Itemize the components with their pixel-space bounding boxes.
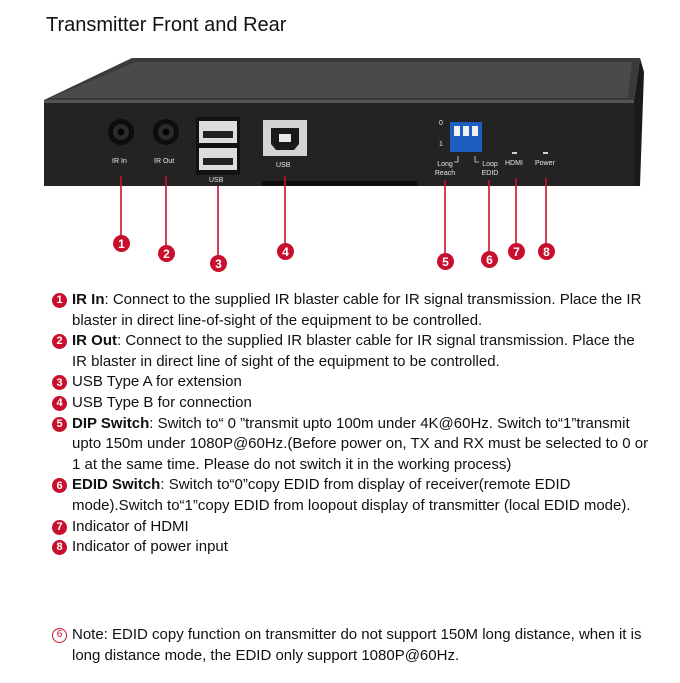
marker-7: 7 [508,243,525,260]
list-item-power-indicator: 8 Indicator of power input [52,537,652,558]
marker-6: 6 [481,251,498,268]
note-text: Note: EDID copy function on transmitter … [72,626,642,664]
device-illustration: IR In IR Out USB USB 0 1 Long Reach Loop… [0,48,680,280]
ir-out-label: IR Out [154,158,175,165]
usb-a-label: USB [209,177,224,184]
item-text: Indicator of HDMI [72,517,189,535]
item-text: USB Type B for connection [72,393,252,411]
item-term: EDID Switch [72,476,161,494]
number-badge: 6 [52,478,67,494]
number-badge: 1 [52,293,67,308]
number-badge: 7 [52,519,67,535]
long-reach-label: Long Reach [434,161,456,177]
item-text: : Switch to“0”copy EDID from display of … [72,476,631,514]
edid-note: 6 Note: EDID copy function on transmitter… [52,625,652,666]
number-badge: 4 [52,395,67,411]
list-item-dip-switch: 5 DIP Switch: Switch to“ 0 ”transmit upto… [52,414,652,476]
dip-1-label: 1 [439,141,443,148]
list-item-ir-out: 2 IR Out: Connect to the supplied IR blas… [52,331,652,372]
item-term: IR Out [72,332,117,350]
marker-8: 8 [538,243,555,260]
loop-edid-label: Loop EDID [481,161,499,177]
hdmi-label: HDMI [505,160,523,167]
number-badge: 8 [52,540,67,556]
number-badge: 2 [52,334,67,350]
power-label: Power [535,160,555,167]
marker-5: 5 [437,253,454,270]
transmitter-rear-panel [44,58,644,256]
ir-in-label: IR In [112,158,127,165]
page-title: Transmitter Front and Rear [46,14,287,36]
dip-0-label: 0 [439,120,443,127]
item-text: USB Type A for extension [72,373,242,391]
list-item-usb-a: 3 USB Type A for extension [52,372,652,393]
number-badge: 3 [52,375,67,391]
list-item-usb-b: 4 USB Type B for connection [52,393,652,414]
marker-3: 3 [210,255,227,272]
list-item-edid-switch: 6 EDID Switch: Switch to“0”copy EDID from… [52,475,652,516]
marker-2: 2 [158,245,175,262]
item-term: IR In [72,291,105,308]
item-text: : Connect to the supplied IR blaster cab… [72,291,642,329]
list-item-ir-in: 1 IR In: Connect to the supplied IR blast… [52,290,652,331]
list-item-hdmi-indicator: 7 Indicator of HDMI [52,517,652,538]
item-text: : Switch to“ 0 ”transmit upto 100m under… [72,414,649,473]
marker-1: 1 [113,235,130,252]
usb-b-label: USB [276,162,291,169]
item-text: Indicator of power input [72,538,228,556]
note-number-badge: 6 [52,628,67,643]
item-term: DIP Switch [72,414,150,432]
marker-4: 4 [277,243,294,260]
number-badge: 5 [52,416,67,432]
item-text: : Connect to the supplied IR blaster cab… [72,332,635,370]
